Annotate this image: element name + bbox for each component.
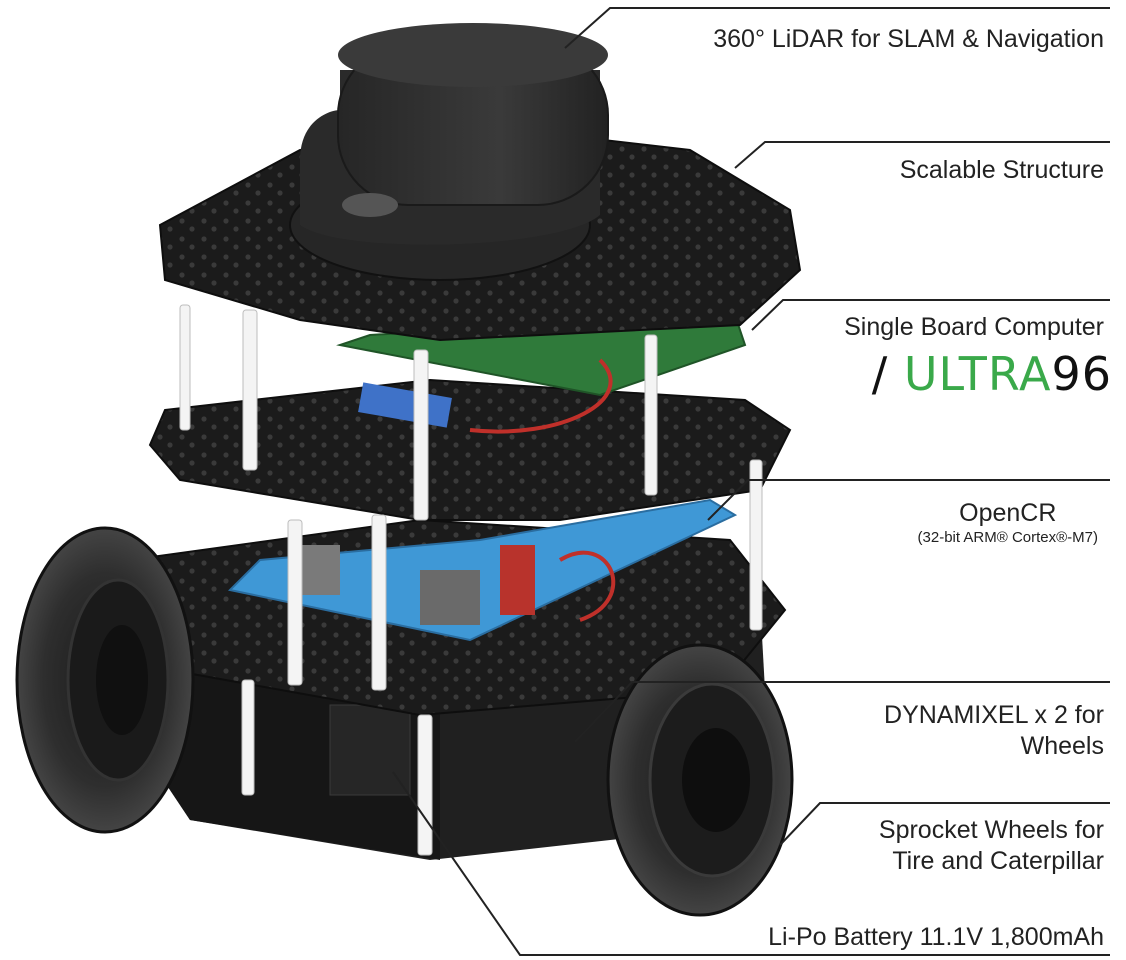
callout-sprocket-line2: Tire and Caterpillar <box>892 847 1104 875</box>
lidar-unit <box>289 23 609 281</box>
support-posts <box>179 304 763 856</box>
callout-dynamixel-line2: Wheels <box>1020 732 1104 760</box>
callout-lidar-line1: 360° LiDAR for SLAM & Navigation <box>713 25 1104 53</box>
leader-sbc <box>751 299 1110 331</box>
callout-opencr: OpenCR (32-bit ARM® Cortex®-M7) <box>918 498 1098 547</box>
callout-structure: Scalable Structure <box>900 155 1104 186</box>
left-tire <box>15 526 195 834</box>
ultra96-logo: / ULTRA96 <box>872 346 1112 402</box>
callout-opencr-line1: OpenCR <box>959 499 1057 527</box>
callout-lidar: 360° LiDAR for SLAM & Navigation <box>713 24 1104 55</box>
callout-dynamixel: DYNAMIXEL x 2 for Wheels <box>884 700 1104 762</box>
callout-sbc-line1: Single Board Computer <box>844 313 1104 341</box>
leader-lines <box>392 7 1110 956</box>
brand-number: 96 <box>1051 347 1112 401</box>
callout-sbc: Single Board Computer <box>844 312 1104 343</box>
leader-lidar <box>564 7 1110 49</box>
leader-sprocket <box>779 802 1110 846</box>
brand-ultra: ULTRA <box>903 347 1052 401</box>
right-tire <box>606 643 794 917</box>
leader-opencr <box>707 479 1110 521</box>
battery-compartment <box>329 704 411 796</box>
opencr-board <box>227 498 738 642</box>
callout-opencr-sub: (32-bit ARM® Cortex®-M7) <box>917 529 1098 546</box>
leader-structure <box>734 141 1110 169</box>
callout-dynamixel-line1: DYNAMIXEL x 2 for <box>884 701 1104 729</box>
callout-sprocket-line1: Sprocket Wheels for <box>878 816 1104 844</box>
callout-battery: Li-Po Battery 11.1V 1,800mAh <box>768 922 1104 953</box>
callout-sprocket: Sprocket Wheels for Tire and Caterpillar <box>879 815 1104 877</box>
callout-battery-line1: Li-Po Battery 11.1V 1,800mAh <box>768 923 1104 951</box>
leader-battery <box>392 771 1110 956</box>
brand-slash: / <box>871 347 904 401</box>
leader-dynamixel <box>574 681 1110 743</box>
callout-structure-line1: Scalable Structure <box>899 156 1104 184</box>
